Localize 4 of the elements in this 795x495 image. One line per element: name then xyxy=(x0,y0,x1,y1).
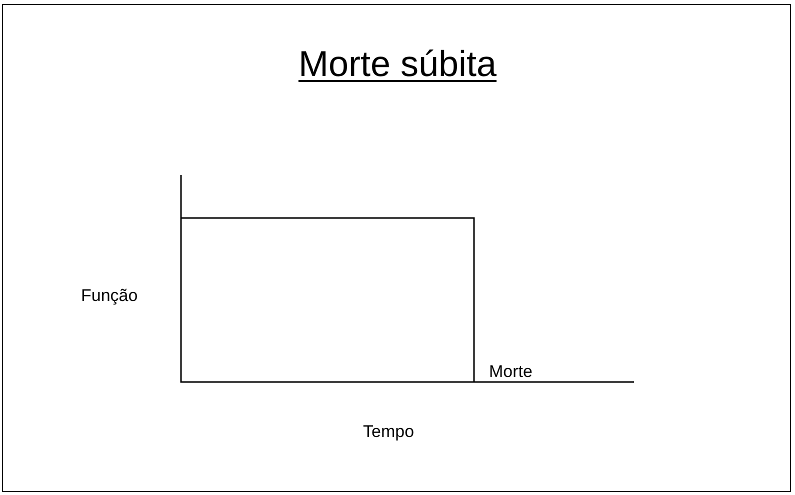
title: Morte súbita xyxy=(298,43,497,84)
axis-label: Tempo xyxy=(363,422,414,442)
point-label: Morte xyxy=(489,362,532,382)
axis-label: Função xyxy=(81,286,138,306)
